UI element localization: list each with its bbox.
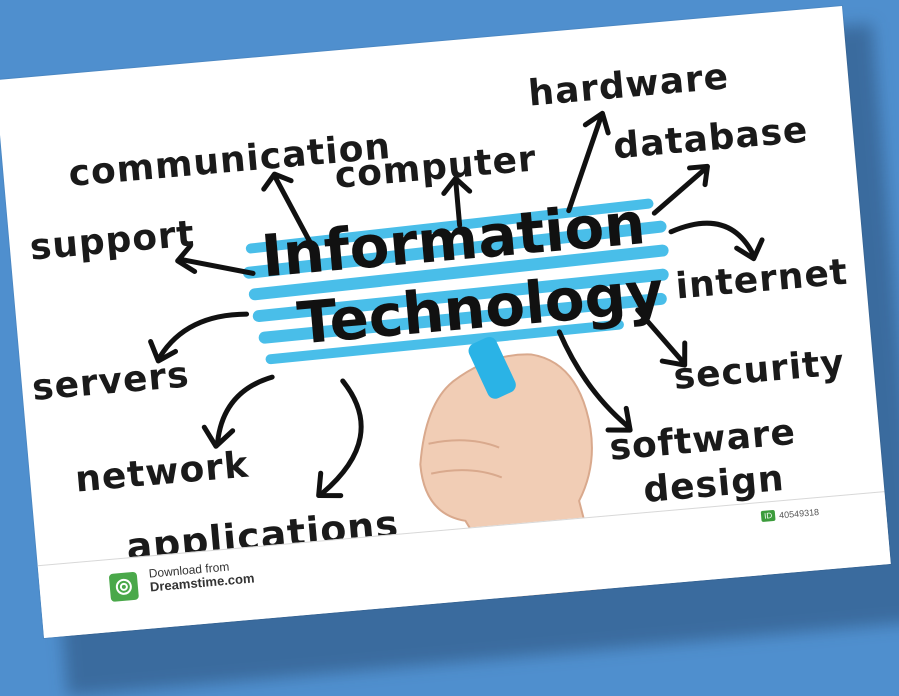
dreamstime-logo-icon <box>108 571 140 602</box>
id-label: ID <box>760 509 776 522</box>
stock-photo-card: Information Technology communication com… <box>0 6 891 638</box>
download-text: Download from Dreamstime.com <box>148 557 255 595</box>
dreamstime-footer: Download from Dreamstime.com ID 40549318 <box>37 491 891 638</box>
id-number: 40549318 <box>778 506 820 520</box>
image-id-badge: ID 40549318 <box>760 506 820 522</box>
highlighter-strokes <box>148 110 765 499</box>
